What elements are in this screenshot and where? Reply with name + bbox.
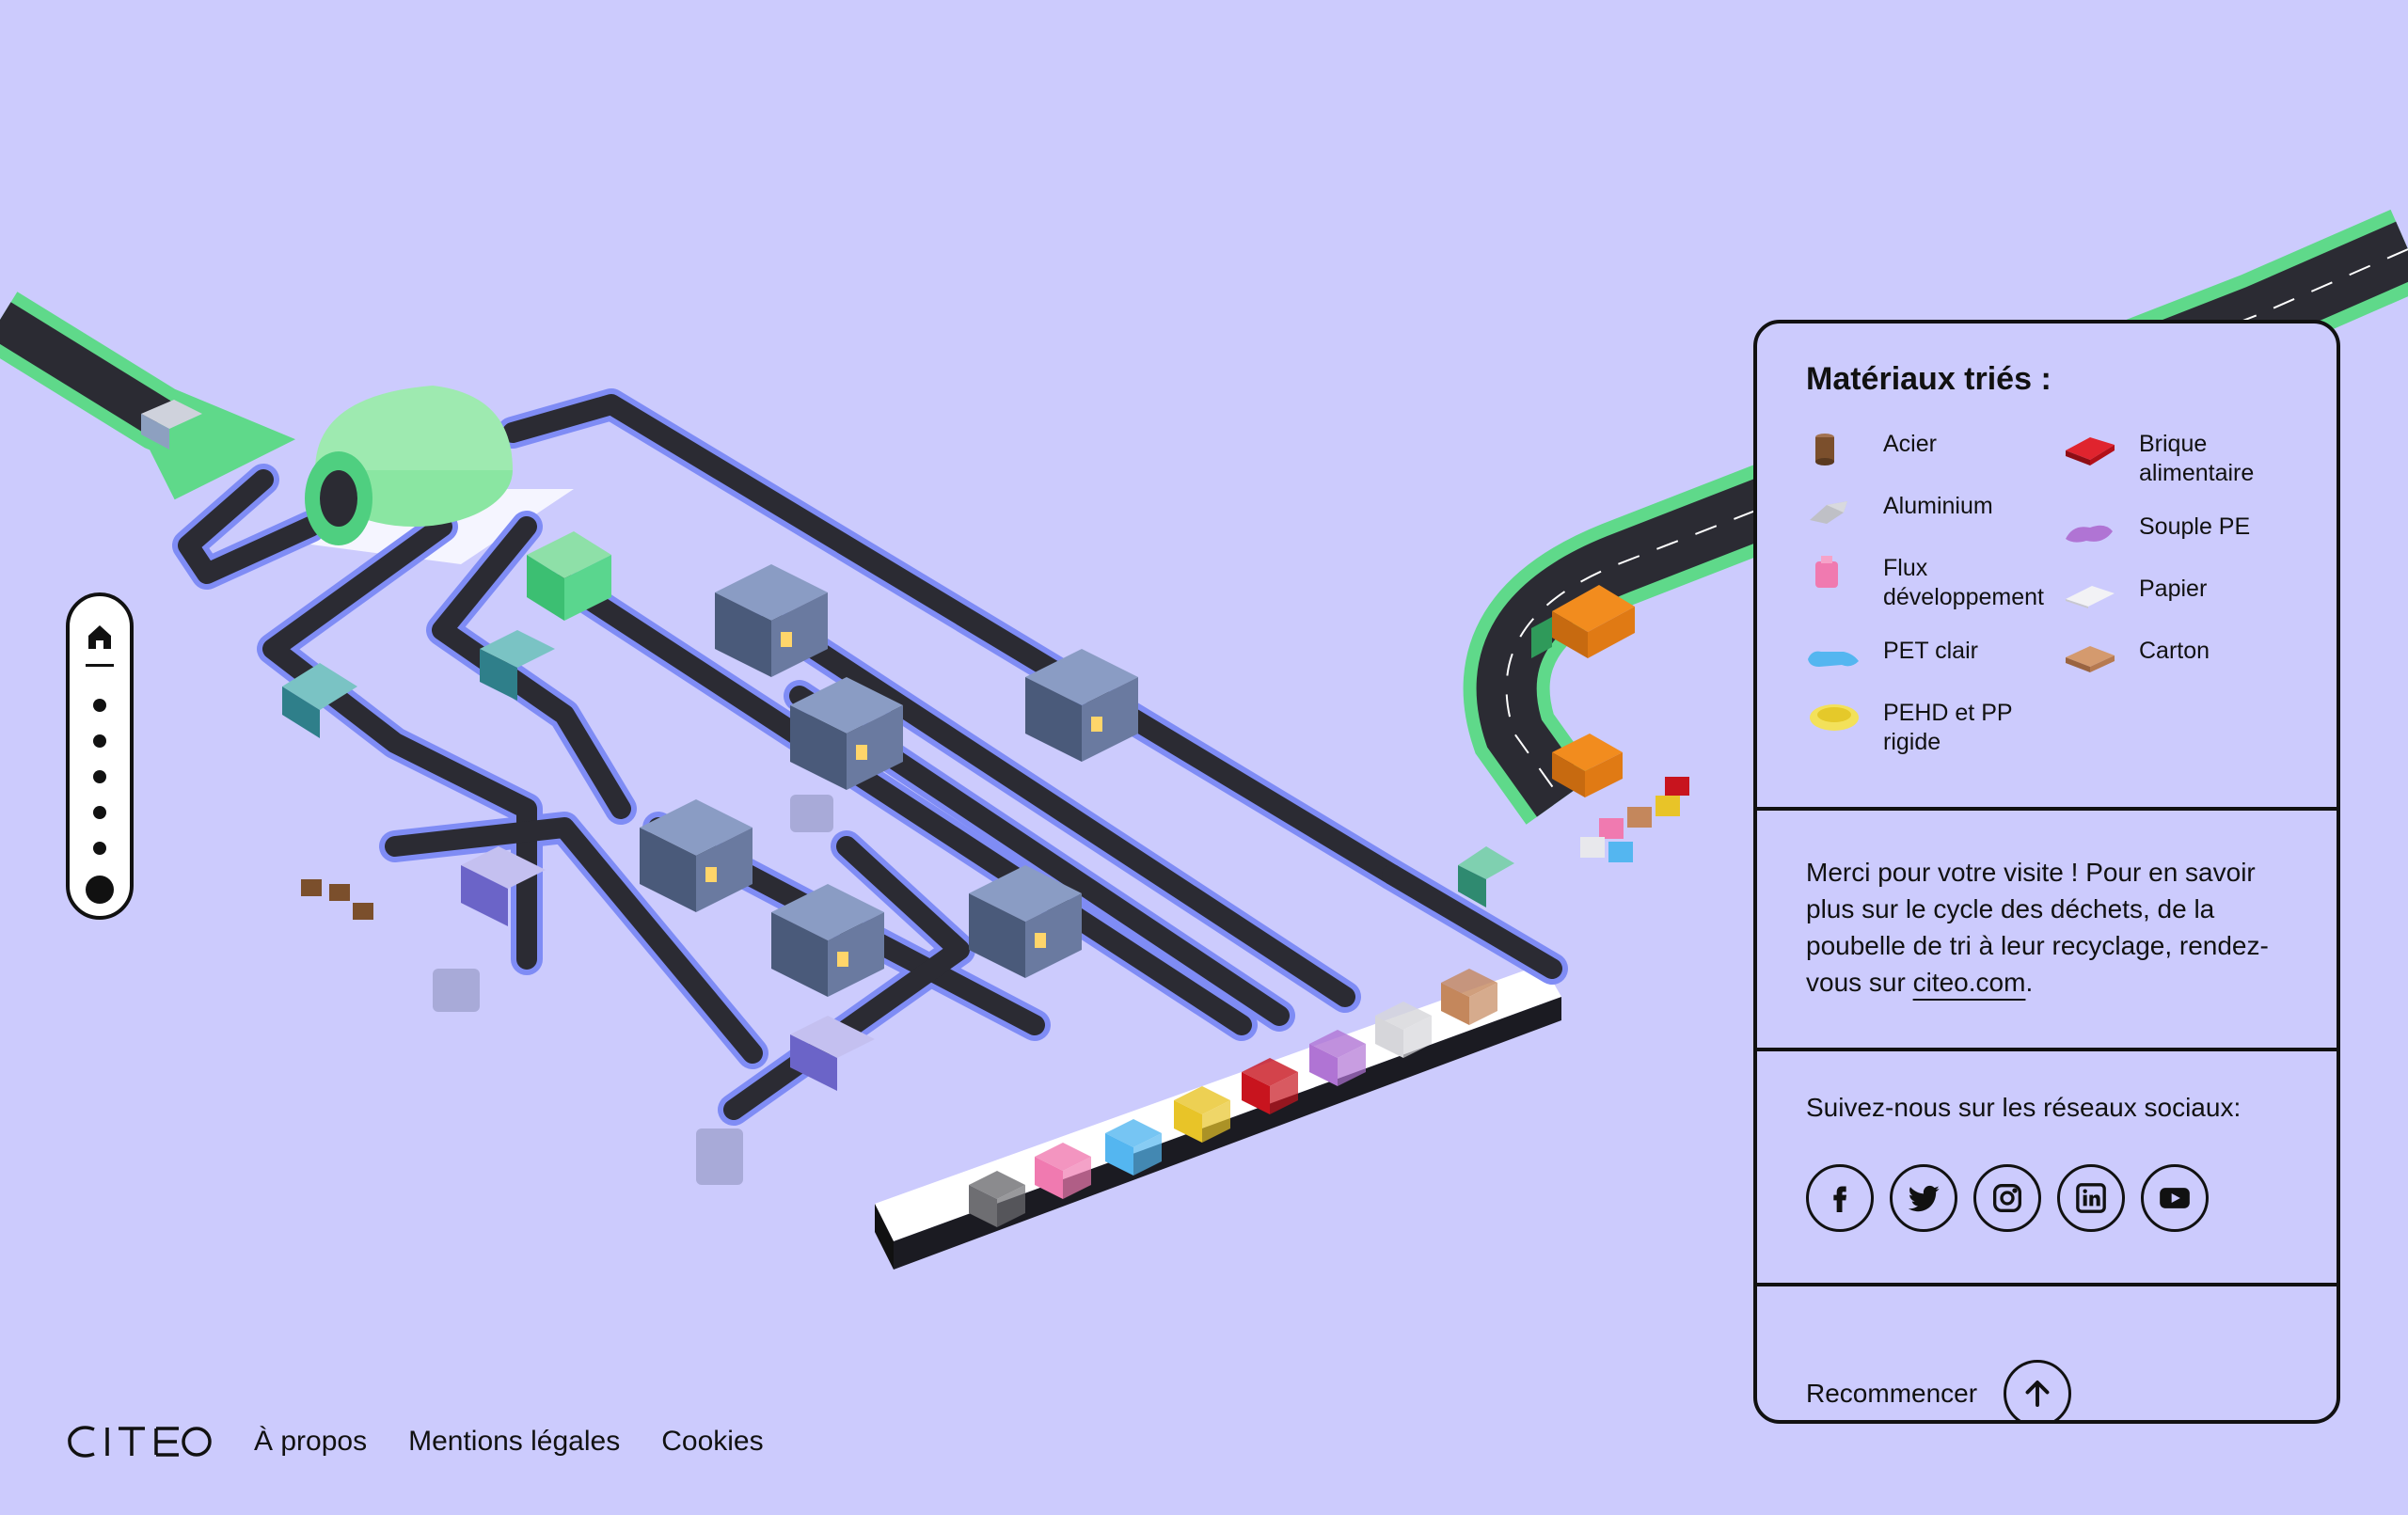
- cardboard-icon: [2066, 646, 2115, 672]
- nav-step-2[interactable]: [93, 734, 106, 748]
- cookies-link[interactable]: Cookies: [661, 1426, 764, 1457]
- nav-step-3[interactable]: [93, 770, 106, 783]
- truck-icon: [1531, 585, 1635, 658]
- twitter-icon: [1908, 1185, 1940, 1212]
- steel-can-icon: [1815, 434, 1834, 466]
- legal-link[interactable]: Mentions légales: [408, 1426, 621, 1457]
- footer: À propos Mentions légales Cookies: [66, 1418, 805, 1465]
- materials-title: Matériaux triés :: [1806, 361, 2052, 397]
- instagram-button[interactable]: [1973, 1164, 2041, 1232]
- arrow-up-button[interactable]: [2004, 1360, 2072, 1420]
- facebook-icon: [1833, 1186, 1846, 1212]
- carton-brick-icon: [2066, 437, 2115, 466]
- nav-step-1[interactable]: [93, 699, 106, 712]
- drum-sorter: [305, 386, 513, 545]
- linkedin-button[interactable]: [2057, 1164, 2125, 1232]
- sorting-machine: [282, 531, 1514, 1091]
- restart-button[interactable]: Recommencer: [1806, 1324, 2288, 1420]
- home-button[interactable]: [84, 621, 116, 653]
- paper-icon: [2066, 586, 2115, 608]
- citeo-logo[interactable]: [66, 1424, 213, 1460]
- thanks-section: Merci pour votre visite ! Pour en savoir…: [1757, 811, 2337, 1051]
- truck-icon: [141, 400, 202, 450]
- soft-pe-icon: [2066, 525, 2113, 543]
- exit-bins: [433, 795, 833, 1185]
- pehd-icon: [1810, 704, 1859, 731]
- materials-section: Matériaux triés : Acier Aluminium: [1757, 324, 2337, 811]
- bales: [301, 777, 1689, 920]
- material-brique: Brique alimentaire: [2062, 430, 2288, 488]
- instagram-icon: [1993, 1184, 2021, 1212]
- youtube-button[interactable]: [2141, 1164, 2209, 1232]
- thanks-text: Merci pour votre visite ! Pour en savoir…: [1806, 858, 2269, 997]
- about-link[interactable]: À propos: [254, 1426, 368, 1457]
- social-title: Suivez-nous sur les réseaux sociaux:: [1806, 1093, 2242, 1122]
- material-carton: Carton: [2062, 637, 2288, 674]
- twitter-button[interactable]: [1890, 1164, 1957, 1232]
- material-acier: Acier: [1806, 430, 2062, 467]
- road: [0, 209, 2408, 825]
- flux-icon: [1815, 556, 1838, 588]
- material-pet: PET clair: [1806, 637, 2062, 674]
- material-pehd: PEHD et PP rigide: [1806, 699, 2062, 757]
- material-souple-pe: Souple PE: [2062, 513, 2288, 550]
- material-aluminium: Aluminium: [1806, 492, 2062, 529]
- home-icon: [88, 625, 111, 649]
- aluminium-icon: [1810, 501, 1847, 524]
- info-panel: Matériaux triés : Acier Aluminium: [1753, 320, 2340, 1424]
- citeo-link[interactable]: citeo.com: [1912, 968, 2026, 997]
- social-section: Suivez-nous sur les réseaux sociaux:: [1757, 1051, 2337, 1286]
- truck-icon: [1552, 734, 1623, 797]
- youtube-icon: [2160, 1188, 2190, 1208]
- nav-step-5[interactable]: [93, 842, 106, 855]
- nav-step-4[interactable]: [93, 806, 106, 819]
- nav-separator: [86, 664, 114, 667]
- conveyor-network: [172, 388, 1568, 1126]
- material-flux: Flux développement: [1806, 554, 2062, 612]
- restart-section: Recommencer: [1757, 1286, 2337, 1420]
- linkedin-icon: [2076, 1183, 2106, 1213]
- step-navigation: [66, 592, 134, 920]
- material-papier: Papier: [2062, 575, 2288, 612]
- facebook-button[interactable]: [1806, 1164, 1874, 1232]
- restart-label: Recommencer: [1806, 1379, 1978, 1408]
- nav-step-6-active[interactable]: [86, 876, 114, 904]
- pet-bottle-icon: [1808, 651, 1859, 667]
- arrow-up-icon: [2025, 1381, 2050, 1407]
